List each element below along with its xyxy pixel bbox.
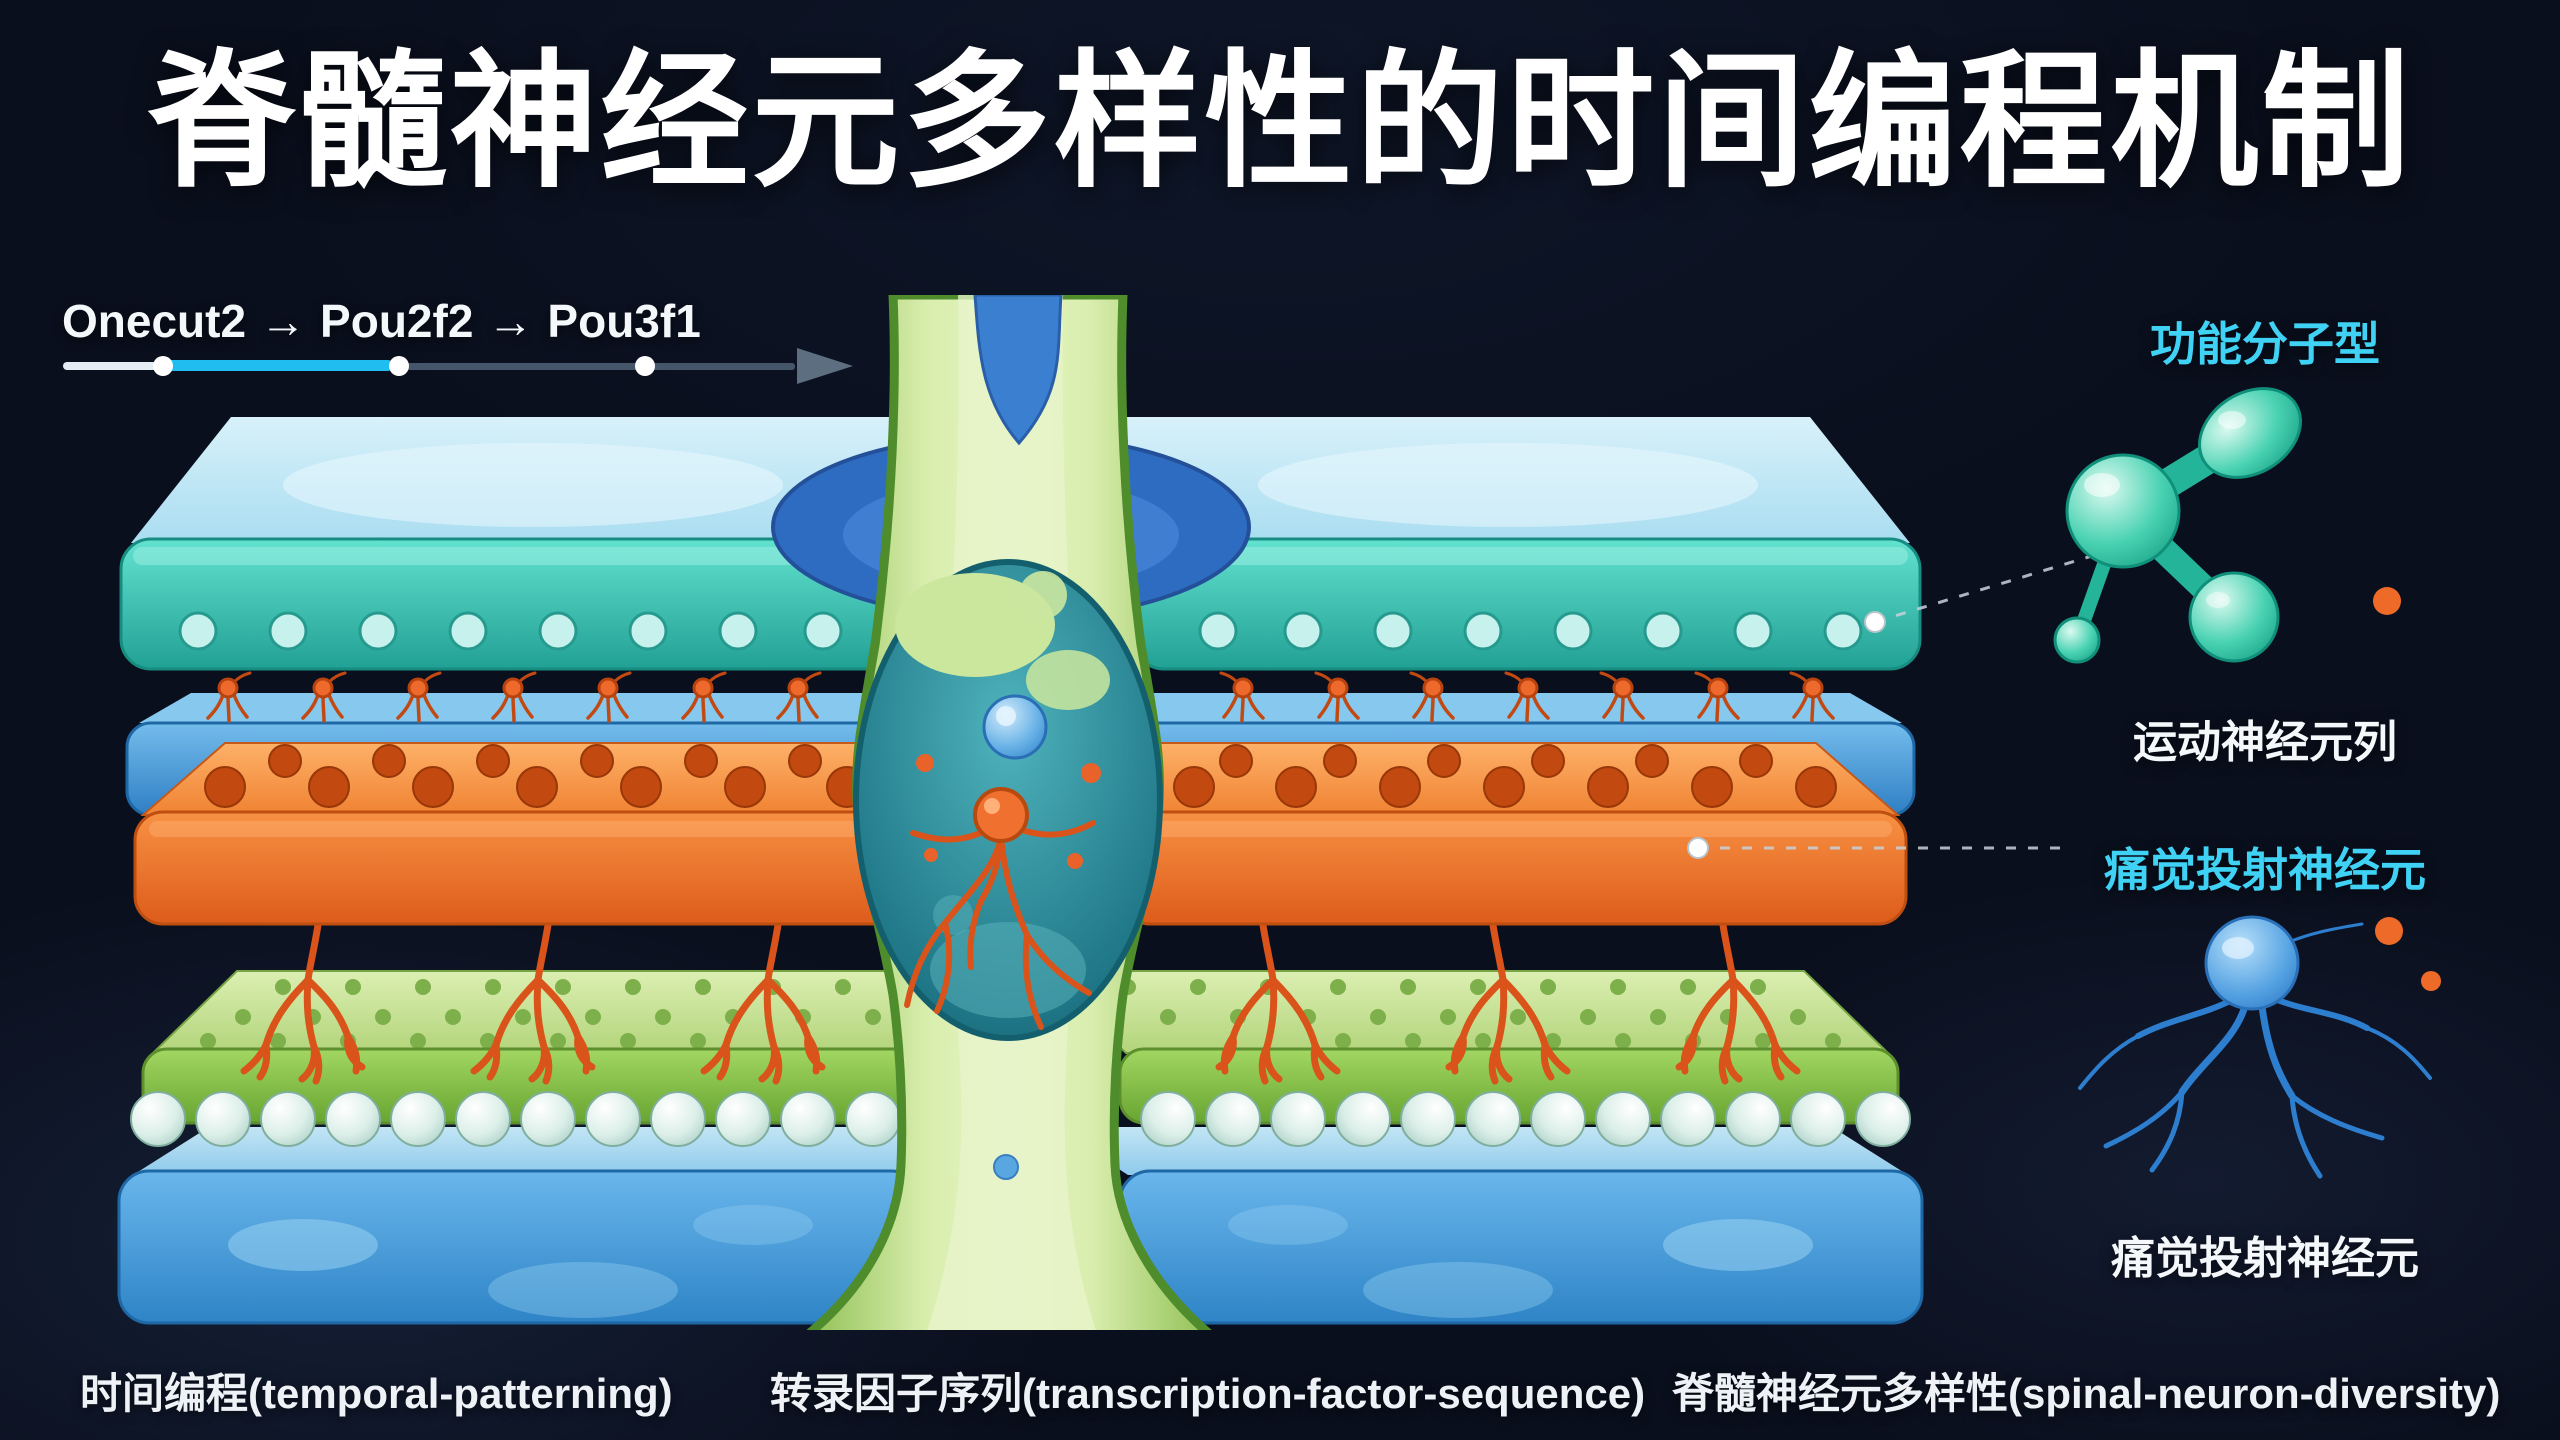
timeline-segment-active — [163, 360, 393, 371]
legend-panel: 功能分子型 运动神经元列 痛觉投射神经元 — [2030, 0, 2500, 1440]
timeline-segment-1 — [63, 362, 157, 370]
arrow-icon: → — [260, 295, 307, 347]
timeline-progress-line — [63, 348, 853, 384]
tf-label-pou2f2: Pou2f2 — [320, 295, 474, 347]
spinal-neuron-diversity-label: 脊髓神经元多样性(spinal-neuron-diversity) — [1672, 1370, 2501, 1417]
timeline-segment-4 — [645, 363, 795, 370]
orange-signal-dot — [2373, 587, 2401, 615]
arrow-icon: → — [487, 295, 534, 347]
central-orange-neuron — [904, 787, 1096, 1030]
tf-label-pou3f1: Pou3f1 — [547, 295, 701, 347]
orange-signal-dot — [2421, 971, 2441, 991]
timeline-dot-1 — [153, 356, 173, 376]
page-title: 脊髓神经元多样性的时间编程机制 — [147, 40, 2413, 205]
motor-neuron-column-label: 运动神经元列 — [2133, 718, 2397, 767]
spinal-cord-illustration — [113, 290, 1928, 1342]
tf-label-onecut2: Onecut2 — [62, 295, 247, 347]
functional-type-label: 功能分子型 — [2150, 318, 2380, 370]
timeline-segment-3 — [399, 363, 639, 370]
blue-progenitor-cell — [982, 694, 1048, 760]
transcription-factor-sequence-label: 转录因子序列(transcription-factor-sequence) — [770, 1370, 1646, 1417]
timeline-arrowhead-icon — [797, 348, 853, 384]
signal-dots — [916, 754, 1101, 869]
pain-neuron-icon — [2078, 915, 2441, 1179]
pain-projection-label: 痛觉投射神经元 — [2111, 1234, 2419, 1283]
timeline-dot-2 — [389, 356, 409, 376]
timeline-dot-3 — [635, 356, 655, 376]
orange-signal-dot — [2375, 917, 2403, 945]
canal-blue-dot — [993, 1154, 1019, 1180]
temporal-patterning-label: 时间编程(temporal-patterning) — [80, 1370, 673, 1417]
molecule-cluster-icon — [2053, 387, 2401, 664]
tf-sequence-timeline: Onecut2 → Pou2f2 → Pou3f1 — [62, 294, 701, 348]
gray-matter-oval — [853, 559, 1163, 1041]
pain-projection-highlight-label: 痛觉投射神经元 — [2104, 844, 2426, 896]
